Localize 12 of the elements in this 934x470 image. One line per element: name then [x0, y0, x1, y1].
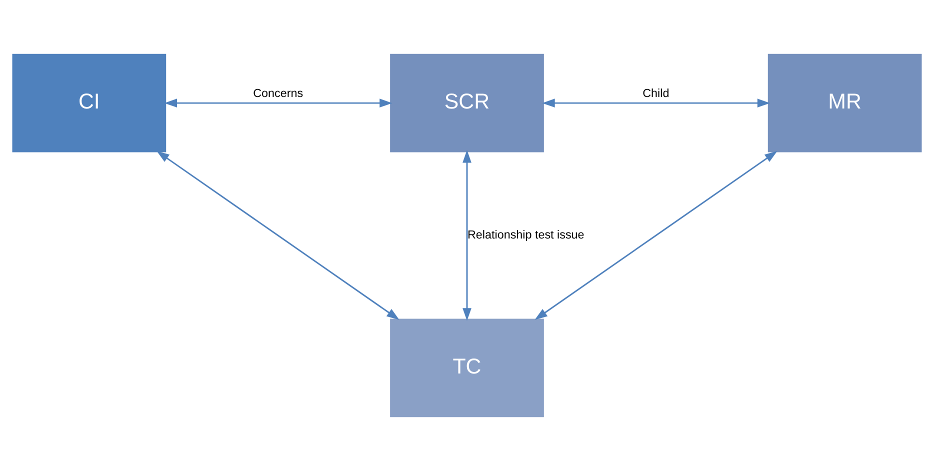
node-box: SCR [390, 53, 544, 152]
arrow [534, 150, 778, 320]
node-box: MR [768, 53, 922, 152]
node-box: CI [12, 53, 166, 152]
arrow [156, 150, 400, 320]
edge-label: Child [642, 86, 670, 100]
arrow [164, 98, 392, 107]
arrow [542, 98, 770, 107]
edge-label: Concerns [253, 86, 304, 100]
node-box: TC [390, 318, 544, 417]
edge-label: Relationship test issue [468, 228, 584, 242]
arrow [462, 150, 472, 320]
